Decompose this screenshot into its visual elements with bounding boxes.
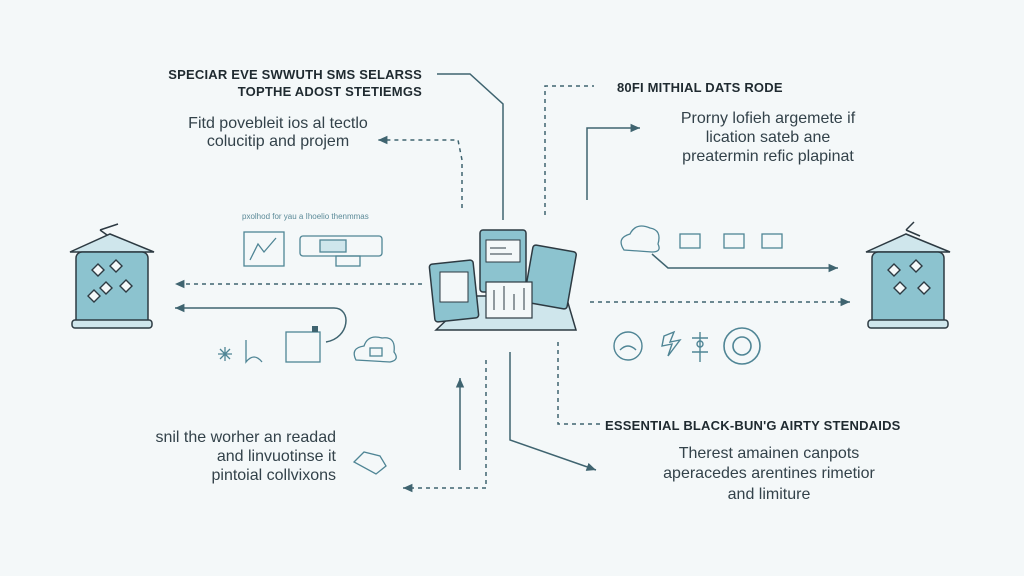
top-left-heading-line1: SPECIAR EVE SWWUTH SMS SELARSS <box>168 67 422 82</box>
arrow-bottom-right-solid <box>509 352 597 471</box>
top-right-heading: 80FI MITHIAL DATS RODE <box>617 80 783 95</box>
sparkle-icon <box>218 340 263 364</box>
arrow-left-loop <box>316 307 347 343</box>
arrow-top-right-dashed <box>544 85 594 215</box>
window-icon <box>761 233 783 249</box>
chart-icon <box>243 231 285 267</box>
frame-icon <box>285 331 321 363</box>
arrow-top-left-solid <box>437 73 504 220</box>
top-right-body-line1: Prorny lofieh argemete if <box>680 110 856 127</box>
bottom-right-body-line2: aperacedes arentines rimetior <box>663 465 875 482</box>
cloud-icon <box>620 225 660 253</box>
bottom-right-body-line3: and limiture <box>727 486 811 503</box>
bottom-left-body-line2: and linvuotinse it <box>216 448 336 465</box>
arrow-bottom-right-dashed <box>557 342 602 425</box>
top-left-heading-line2: TOPTHE ADOST STETIEMGS <box>237 84 422 99</box>
hanging-building-icon <box>865 221 951 329</box>
arrow-top-left-dashed <box>378 135 463 208</box>
arrow-bottom-left-dashed <box>403 360 487 493</box>
top-left-body-line2: colucitip and projem <box>206 133 350 150</box>
mid-left-tiny-label: pxolhod for yau a Ihoelio thenmmas <box>242 212 369 221</box>
bolt-icon <box>661 330 682 357</box>
window-icon <box>679 233 701 249</box>
top-right-body-line3: preatermin refic plapinat <box>682 148 854 165</box>
top-left-body-line1: Fitd povebleit ios al tectlo <box>188 115 368 132</box>
bottom-left-body-line1: snil the worher an readad <box>155 429 336 446</box>
hanging-building-icon <box>69 223 155 329</box>
bottom-left-body-line3: pintoial collvixons <box>211 467 336 484</box>
bottom-left-small-icon <box>352 451 387 475</box>
bottom-right-body-line1: Therest amainen canpots <box>678 445 860 462</box>
device-icon <box>299 235 383 267</box>
central-hub-icon <box>428 229 578 331</box>
arrow-top-right-solid <box>586 123 640 200</box>
top-right-body-line2: lication sateb ane <box>705 129 831 146</box>
bottom-right-heading: ESSENTIAL BLACK-BUN'G AIRTY STENDAIDS <box>605 418 901 433</box>
cycle-icon <box>613 331 643 361</box>
settings-ring-icon <box>723 327 761 365</box>
node-marker <box>312 326 318 332</box>
arrow-right-solid <box>651 253 838 273</box>
sliders-icon <box>692 332 708 362</box>
cloud-icon <box>353 336 397 363</box>
window-icon <box>723 233 745 249</box>
